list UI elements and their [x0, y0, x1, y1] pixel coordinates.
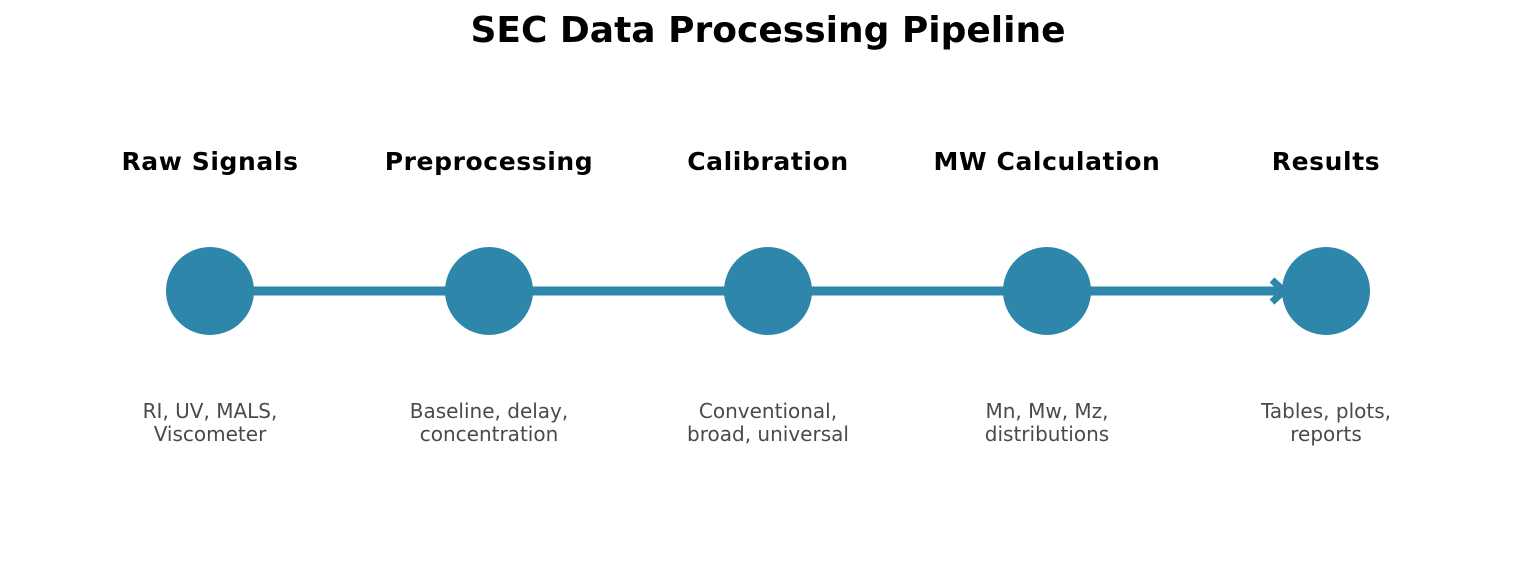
stage-node-raw-signals — [166, 247, 254, 335]
stage-description-mw-calculation-line-2: distributions — [985, 422, 1109, 446]
stage-description-calibration-line-1: Conventional, — [699, 399, 837, 423]
stage-label-group: Raw Signals Preprocessing Calibration MW Ca… — [121, 147, 1381, 176]
stage-description-group: RI, UV, MALS,Viscometer Baseline, delay,c… — [143, 399, 1391, 446]
stage-description-raw-signals-line-1: RI, UV, MALS, — [143, 399, 278, 423]
stage-label-preprocessing: Preprocessing — [385, 147, 594, 176]
stage-label-results: Results — [1272, 147, 1381, 176]
diagram-title: SEC Data Processing Pipeline — [470, 10, 1065, 51]
stage-description-results-line-1: Tables, plots, — [1260, 399, 1391, 423]
stage-node-calibration — [724, 247, 812, 335]
stage-node-preprocessing — [445, 247, 533, 335]
stage-description-results-line-2: reports — [1290, 422, 1362, 446]
stage-description-preprocessing-line-2: concentration — [420, 422, 559, 446]
stage-description-mw-calculation-line-1: Mn, Mw, Mz, — [985, 399, 1108, 423]
stage-label-raw-signals: Raw Signals — [121, 147, 298, 176]
stage-description-raw-signals-line-2: Viscometer — [154, 422, 267, 446]
stage-label-mw-calculation: MW Calculation — [934, 147, 1161, 176]
stage-label-calibration: Calibration — [687, 147, 849, 176]
stage-node-mw-calculation — [1003, 247, 1091, 335]
stage-node-results — [1282, 247, 1370, 335]
stage-description-preprocessing-line-1: Baseline, delay, — [410, 399, 569, 423]
stage-node-group — [166, 247, 1370, 335]
stage-description-calibration-line-2: broad, universal — [687, 422, 849, 446]
